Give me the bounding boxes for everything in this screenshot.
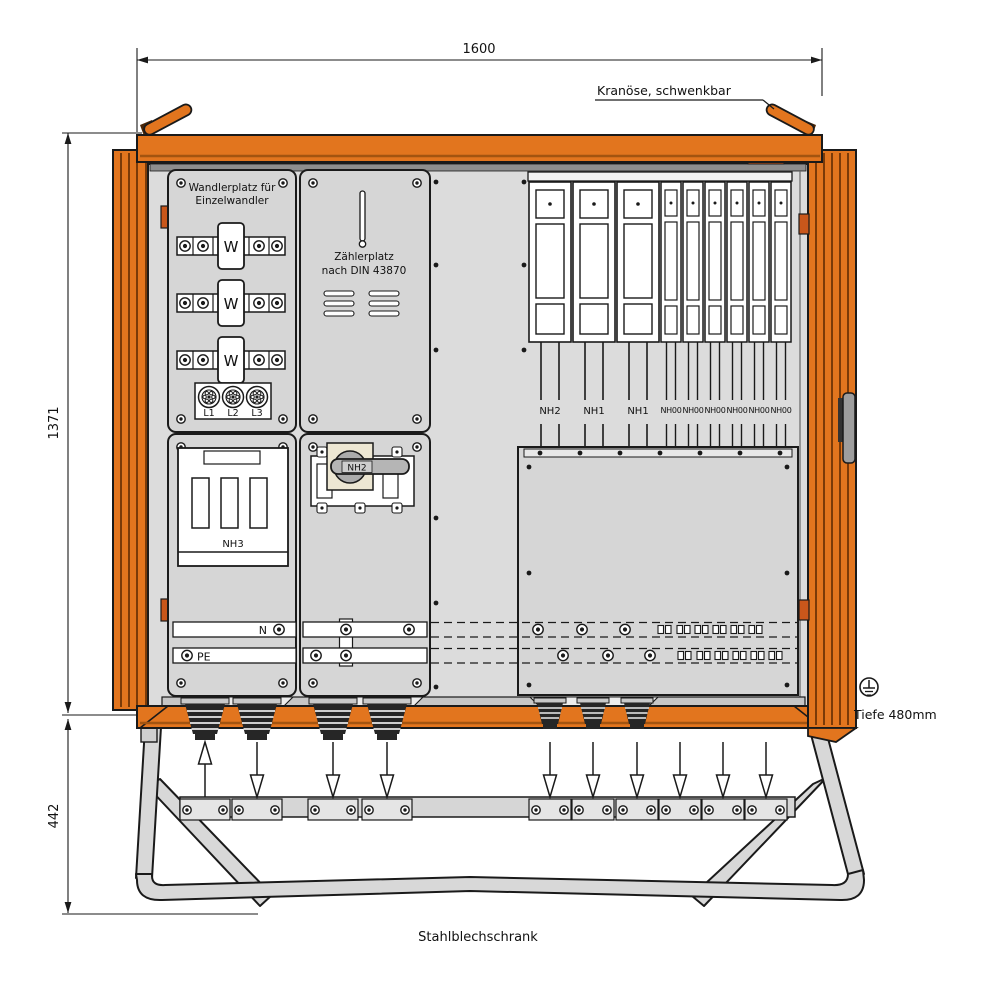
stand-base-tube — [135, 869, 865, 902]
strip-label-3: NH1 — [627, 406, 648, 417]
wandler-title-line2: Einzelwandler — [195, 195, 269, 207]
flow-arrow-down — [379, 741, 395, 798]
flow-arrow-down — [325, 741, 341, 798]
nh2-fuse-switch: NH2 — [310, 442, 415, 514]
stand-leg-left — [135, 726, 162, 879]
flow-arrow-down — [585, 741, 601, 798]
width-dimension-label: 1600 — [462, 42, 495, 57]
depth-label: Tiefe 480mm — [853, 707, 937, 722]
strip-label-2: NH1 — [583, 406, 604, 417]
bus-bars: N PE — [172, 618, 797, 667]
strip-label-7: NH00 — [727, 406, 748, 415]
earth-symbol — [859, 677, 879, 697]
meter-title-line1: Zählerplatz — [334, 251, 394, 263]
terminal-label-l2: L2 — [227, 408, 238, 419]
meter-seal-slot — [359, 190, 366, 242]
clamp-plates-right — [528, 798, 788, 821]
wandler-module: Wandlerplatz für Einzelwandler L1 L2 L3 — [167, 169, 297, 433]
top-cap-assembly — [136, 103, 823, 163]
nh3-label: NH3 — [222, 539, 243, 550]
pe-bus-mid — [302, 647, 428, 664]
pe-bus-label: PE — [197, 651, 211, 664]
stand-leg-right — [808, 726, 865, 879]
terminal-connector-l3 — [245, 385, 269, 409]
flow-arrow-down — [672, 741, 688, 798]
dimension-width-1600 — [136, 48, 823, 132]
clamp-plates-left — [179, 798, 413, 821]
fuse-strip-field: NH2 NH1 NH1 NH00 NH00 NH00 NH00 NH00 NH0… — [527, 171, 793, 448]
right-door — [798, 149, 859, 743]
interior-top-band — [149, 163, 807, 172]
nh2-handle-label: NH2 — [347, 464, 366, 474]
door-handle — [842, 392, 856, 464]
door-hinge-right-top — [798, 213, 810, 235]
flow-arrow-down — [542, 741, 558, 798]
crane-eye-callout: Kranöse, schwenkbar — [595, 83, 775, 110]
terminal-label-l1: L1 — [203, 408, 214, 419]
terminal-label-l3: L3 — [251, 408, 262, 419]
flow-arrow-down — [758, 741, 774, 798]
depth-callout: Tiefe 480mm — [853, 677, 937, 722]
strip-label-4: NH00 — [661, 406, 682, 415]
strip-top-rail — [527, 171, 793, 182]
crane-eye-left — [143, 103, 193, 136]
door-lock — [838, 398, 844, 442]
neutral-bus-label: N — [259, 624, 267, 637]
stand-dimension-label: 442 — [47, 804, 62, 829]
strip-label-6: NH00 — [705, 406, 726, 415]
flow-arrow-down — [715, 741, 731, 798]
nh3-fuse-switch: NH3 — [177, 447, 289, 567]
crane-eye-right — [765, 103, 815, 136]
cable-clamp-rail — [179, 796, 796, 821]
vent-slots — [323, 290, 400, 317]
height-dimension-label: 1371 — [47, 406, 62, 439]
nh2-screw-tabs — [316, 446, 403, 514]
strip-label-5: NH00 — [683, 406, 704, 415]
strip-label-9: NH00 — [771, 406, 792, 415]
strip-label-1: NH2 — [539, 406, 560, 417]
flow-arrow-down — [249, 741, 265, 798]
top-cap — [136, 134, 823, 163]
terminal-connector-l2 — [221, 385, 245, 409]
flow-arrow-down — [629, 741, 645, 798]
meter-seal-hole — [358, 240, 367, 248]
strip-label-8: NH00 — [749, 406, 770, 415]
dimension-stand-442 — [62, 719, 258, 915]
wandler-title-line1: Wandlerplatz für — [189, 182, 276, 194]
meter-title-line2: nach DIN 43870 — [322, 265, 407, 277]
cable-flow-arrows — [197, 741, 774, 798]
neutral-bus-mid — [302, 621, 428, 638]
cabinet-caption: Stahlblechschrank — [418, 930, 538, 945]
meter-module: Zählerplatz nach DIN 43870 — [299, 169, 431, 433]
flow-arrow-up — [197, 741, 213, 798]
pe-bus-left — [172, 647, 297, 664]
crane-eye-callout-text: Kranöse, schwenkbar — [597, 83, 732, 98]
cabinet-bottom — [136, 696, 823, 741]
door-hinge-right-bottom — [798, 599, 810, 621]
terminal-block-l1-l2-l3: L1 L2 L3 — [194, 382, 272, 420]
terminal-connector-l1 — [197, 385, 221, 409]
neutral-bus-left — [172, 621, 297, 638]
